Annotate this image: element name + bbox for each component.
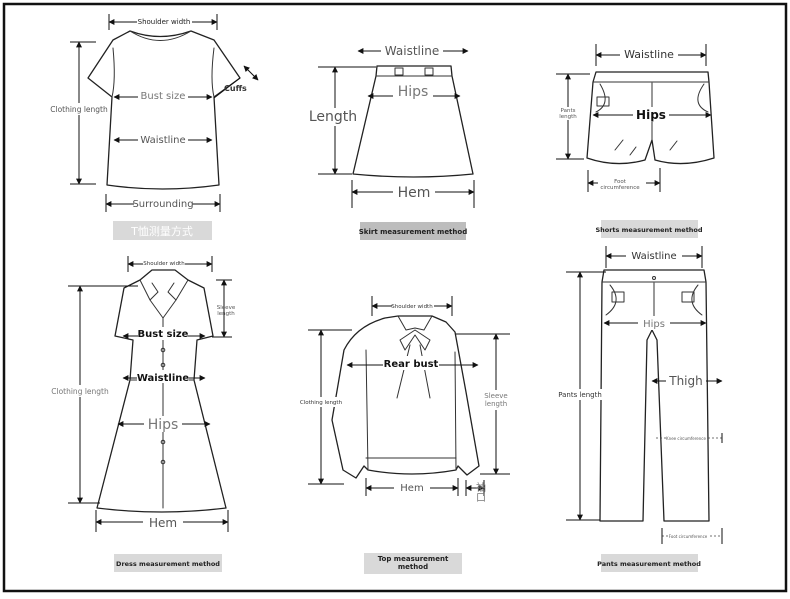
dress-caption: Dress measurement method (116, 560, 220, 568)
dress-outline (96, 269, 227, 513)
tshirt-surrounding-label: Surrounding (132, 199, 193, 210)
shorts-caption-box (601, 220, 698, 238)
shorts-waistline-label: Waistline (624, 48, 674, 61)
tshirt-waistline-label: Waistline (140, 135, 185, 146)
skirt-hem-label: Hem (398, 185, 431, 201)
pants-foot-circumference-label: Foot circumference (669, 534, 708, 539)
tshirt-outline (87, 30, 241, 190)
dress-hem-label: Hem (149, 516, 177, 530)
pants-panel: Waistline Hips Pants length Thigh Knee c… (556, 246, 723, 572)
tshirt-cuffs-label: Cuffs (224, 84, 247, 93)
pants-pants-length-label: Pants length (558, 391, 602, 399)
dress-waistline-label: Waistline (137, 373, 190, 384)
skirt-waistline-label: Waistline (385, 44, 439, 58)
tshirt-panel: Shoulder width Clothing length Bust size… (49, 14, 259, 240)
tshirt-shoulder-width-label: Shoulder width (138, 18, 191, 26)
shorts-hips-label: Hips (636, 108, 666, 122)
dress-caption-box (114, 554, 222, 572)
pants-knee-circumference-label: Knee circumference (666, 436, 706, 441)
skirt-hips-label: Hips (398, 84, 429, 100)
top-outline (331, 315, 480, 479)
tshirt-caption-box (113, 221, 212, 240)
dress-bust-size-label: Bust size (138, 329, 189, 340)
tshirt-caption: T恤测量方式 (130, 224, 193, 238)
tshirt-clothing-length-label: Clothing length (50, 105, 108, 114)
dress-clothing-length-label: Clothing length (51, 387, 109, 396)
pants-caption-box (601, 554, 698, 572)
pants-waistline-label: Waistline (631, 251, 676, 262)
top-caption-box (364, 553, 462, 574)
skirt-caption: Skirt measurement method (359, 228, 467, 236)
top-rear-bust-label: Rear bust (384, 359, 439, 370)
skirt-length-label: Length (309, 109, 357, 125)
dress-hips-label: Hips (148, 417, 179, 433)
skirt-panel: Waistline Hips Length Hem Skirt measurem… (309, 42, 475, 240)
pants-outline (599, 269, 710, 522)
skirt-outline (352, 65, 474, 178)
shorts-caption: Shorts measurement method (595, 226, 702, 234)
skirt-caption-box (360, 222, 466, 240)
tshirt-bust-size-label: Bust size (141, 91, 186, 102)
top-hem-label: Hem (400, 483, 423, 494)
top-clothing-length-label: Clothing length (300, 400, 343, 406)
dress-shoulder-width-label: Shoulder width (143, 261, 185, 267)
pants-caption: Pants measurement method (597, 560, 701, 568)
pants-hips-label: Hips (643, 319, 665, 330)
top-cuff-label: 袖口 (474, 481, 486, 502)
pants-thigh-label: Thigh (668, 374, 703, 388)
top-shoulder-width-label: Shoulder width (391, 304, 433, 310)
top-panel: Shoulder width Rear bust Clothing length… (300, 296, 512, 574)
